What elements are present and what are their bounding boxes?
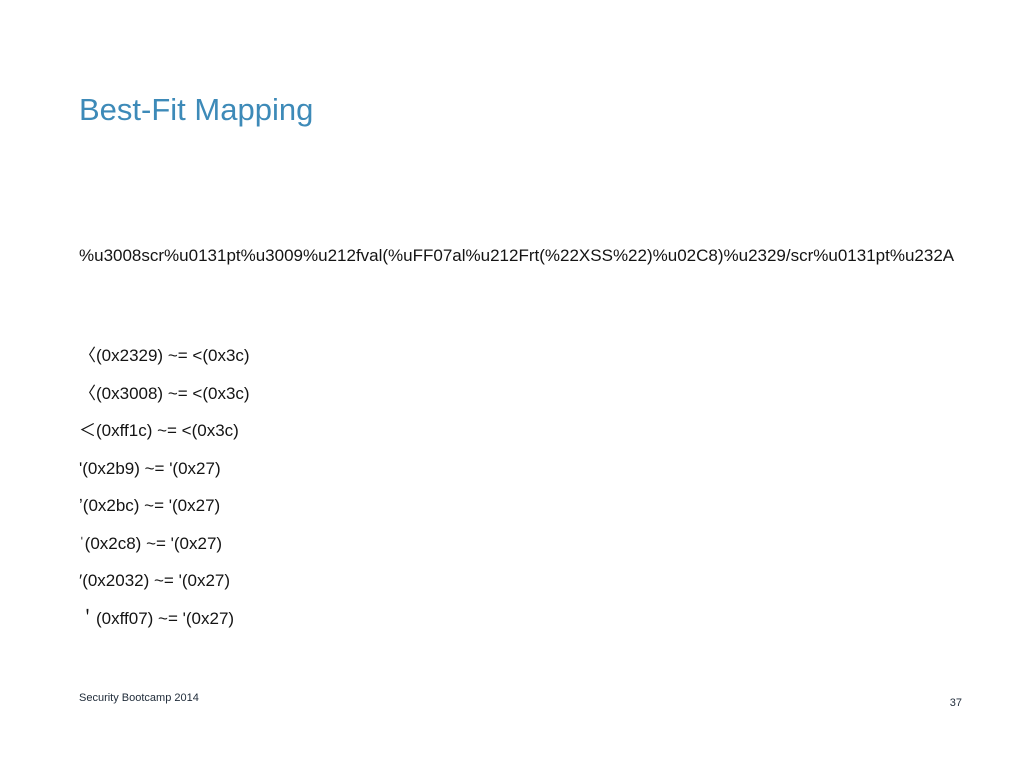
page-number: 37	[949, 697, 962, 709]
slide-title: Best-Fit Mapping	[79, 92, 314, 127]
mapping-item: ʹ(0x2b9) ~= '(0x27)	[79, 458, 221, 478]
mapping-list: 〈(0x2329) ~= <(0x3c) 〈(0x3008) ~= <(0x3c…	[79, 341, 250, 641]
xss-payload-text: %u3008scr%u0131pt%u3009%u212fval(%uFF07a…	[79, 246, 955, 265]
mapping-item: ˈ(0x2c8) ~= '(0x27)	[79, 533, 223, 553]
mapping-item: ′(0x2032) ~= '(0x27)	[79, 571, 231, 590]
mapping-item: ʼ(0x2bc) ~= '(0x27)	[79, 496, 221, 515]
footer-event-name: Security Bootcamp 2014	[79, 692, 199, 704]
mapping-item: 〈(0x2329) ~= <(0x3c)	[79, 346, 250, 365]
mapping-item: 〈(0x3008) ~= <(0x3c)	[79, 383, 250, 403]
mapping-item: ＇(0xff07) ~= '(0x27)	[79, 608, 235, 628]
mapping-item: ＜(0xff1c) ~= <(0x3c)	[79, 421, 239, 440]
